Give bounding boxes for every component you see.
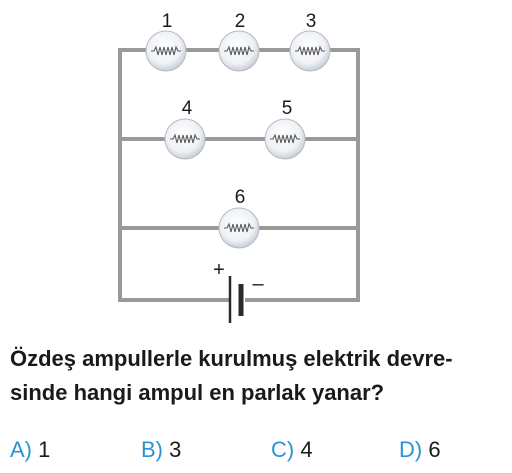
bulb-3-label: 3 bbox=[306, 11, 317, 32]
bulb-1: 1 bbox=[145, 11, 187, 72]
option-b[interactable]: B) 3 bbox=[141, 437, 181, 463]
bulb-5: 5 bbox=[264, 98, 306, 160]
battery-positive-sign: + bbox=[213, 259, 225, 281]
wires bbox=[118, 48, 360, 302]
option-a-letter: A) bbox=[10, 437, 32, 462]
bulb-5-label: 5 bbox=[282, 98, 293, 119]
bulb-1-label: 1 bbox=[162, 11, 173, 32]
option-a[interactable]: A) 1 bbox=[10, 437, 50, 463]
option-a-value: 1 bbox=[38, 437, 51, 462]
battery-negative-sign: – bbox=[252, 273, 264, 295]
bulb-4-label: 4 bbox=[182, 98, 193, 119]
question-line-1: Özdeş ampullerle kurulmuş elektrik devre… bbox=[10, 346, 453, 371]
option-c-value: 4 bbox=[300, 437, 313, 462]
option-c-letter: C) bbox=[271, 437, 295, 462]
question-line-2: sinde hangi ampul en parlak yanar? bbox=[10, 380, 385, 405]
option-b-value: 3 bbox=[169, 437, 182, 462]
bulb-2-label: 2 bbox=[235, 11, 246, 32]
circuit-diagram: + – 1 2 3 4 5 6 bbox=[118, 11, 360, 323]
bulb-6-label: 6 bbox=[235, 187, 246, 208]
option-d[interactable]: D) 6 bbox=[399, 437, 441, 463]
answer-options: A) 1 B) 3 C) 4 D) 6 bbox=[0, 437, 512, 469]
option-c[interactable]: C) 4 bbox=[271, 437, 313, 463]
battery: + – bbox=[213, 259, 264, 323]
bulb-3: 3 bbox=[289, 11, 331, 72]
question-text: Özdeş ampullerle kurulmuş elektrik devre… bbox=[10, 342, 505, 410]
option-b-letter: B) bbox=[141, 437, 163, 462]
option-d-value: 6 bbox=[428, 437, 441, 462]
bulb-4: 4 bbox=[164, 98, 206, 160]
bulb-2: 2 bbox=[218, 11, 260, 72]
bulb-6: 6 bbox=[218, 187, 260, 249]
option-d-letter: D) bbox=[399, 437, 423, 462]
